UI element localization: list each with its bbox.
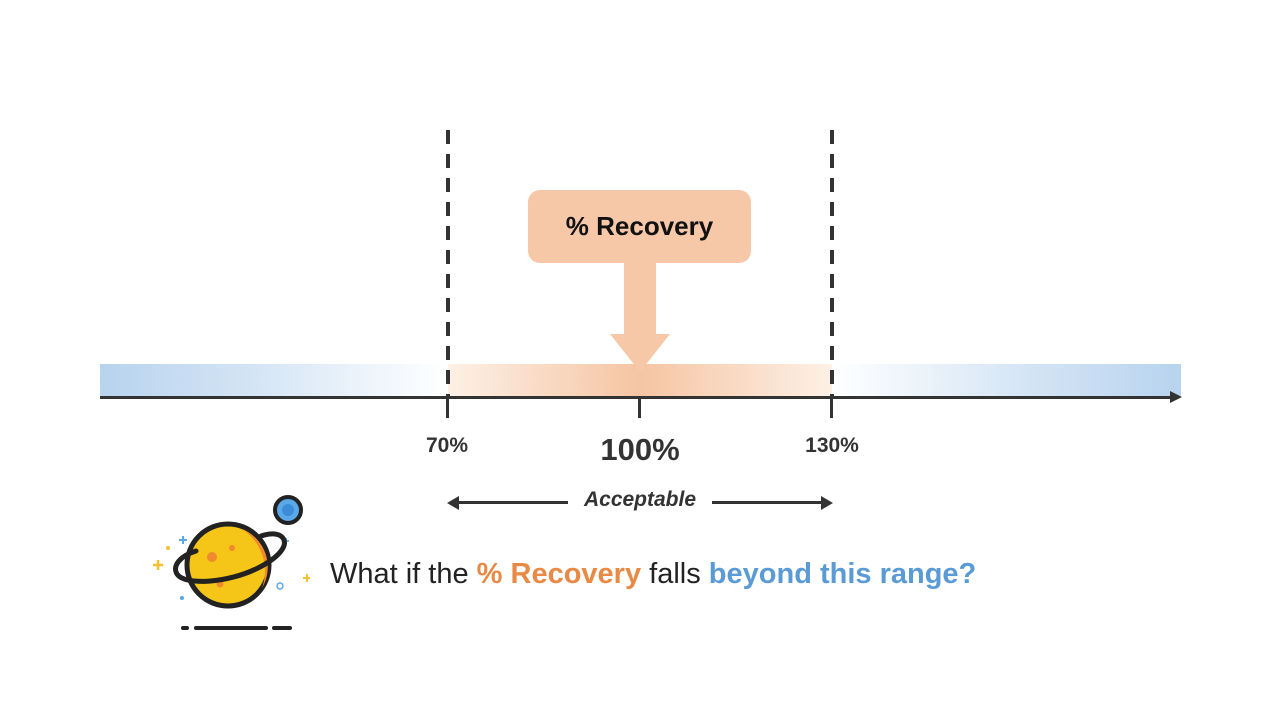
acceptable-arrow-left-head bbox=[447, 496, 459, 510]
tick-mark-70 bbox=[446, 398, 449, 418]
tick-label-70: 70% bbox=[425, 434, 469, 457]
number-axis bbox=[100, 396, 1172, 399]
callout-label: % Recovery bbox=[565, 211, 714, 241]
out-of-range-band-left bbox=[100, 364, 448, 396]
upper-limit-dashed-line bbox=[830, 130, 834, 396]
recovery-callout: % Recovery bbox=[528, 190, 751, 263]
question-part-2: falls bbox=[641, 558, 709, 590]
axis-arrowhead bbox=[1170, 391, 1182, 403]
acceptable-range-label: Acceptable bbox=[583, 488, 697, 511]
question-highlight-recovery: % Recovery bbox=[476, 558, 642, 590]
planet-icon bbox=[153, 495, 310, 630]
question-highlight-range: beyond this range? bbox=[708, 558, 977, 590]
acceptable-arrow-right-head bbox=[821, 496, 833, 510]
lower-limit-dashed-line bbox=[446, 130, 450, 396]
acceptable-arrow-left-line bbox=[458, 501, 568, 504]
acceptable-arrow-right-line bbox=[712, 501, 822, 504]
question-text: What if the % Recovery falls beyond this… bbox=[330, 558, 976, 591]
callout-arrow-stem bbox=[624, 262, 656, 336]
tick-mark-130 bbox=[830, 398, 833, 418]
callout-arrow-head bbox=[610, 334, 670, 372]
out-of-range-band-right bbox=[832, 364, 1181, 396]
tick-mark-100 bbox=[638, 398, 641, 418]
question-part-1: What if the bbox=[330, 558, 477, 590]
tick-label-100: 100% bbox=[600, 432, 680, 467]
tick-label-130: 130% bbox=[805, 434, 859, 457]
